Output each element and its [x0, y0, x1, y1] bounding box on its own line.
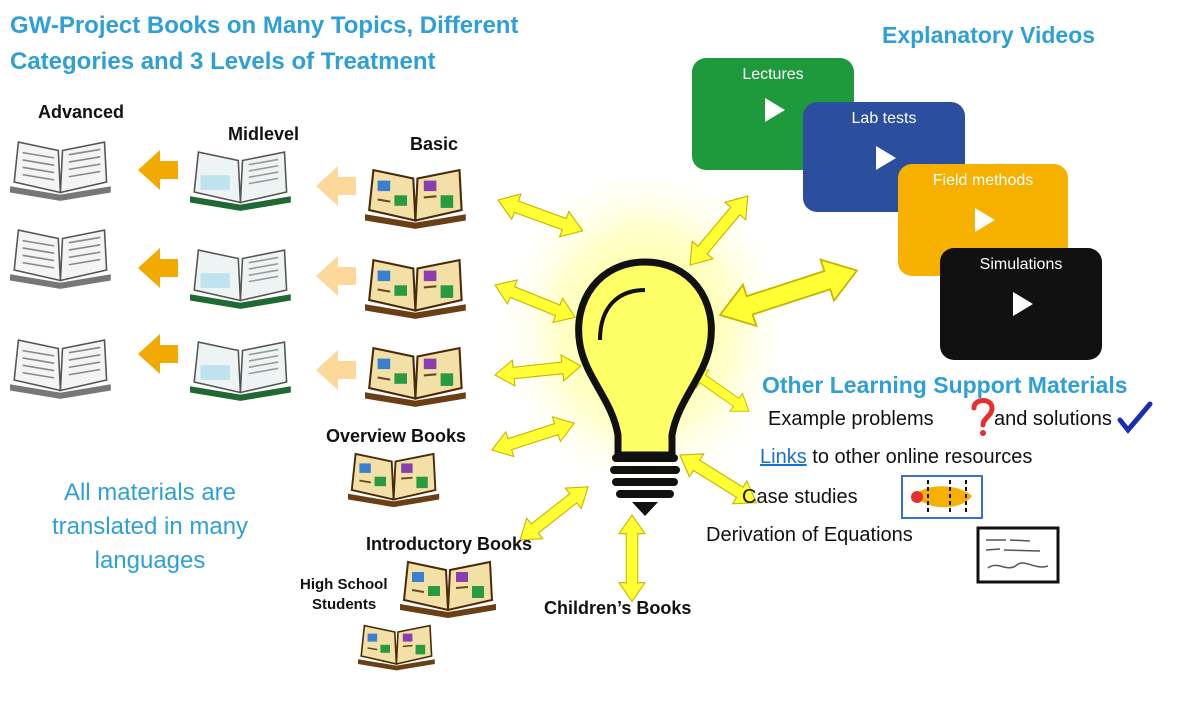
orange-arrow-icon [138, 150, 178, 190]
play-icon[interactable] [1013, 292, 1033, 316]
advanced-book-icon [9, 339, 112, 400]
videos-title: Explanatory Videos [882, 22, 1096, 48]
translation-note-line1: All materials are [63, 479, 237, 506]
main-title-line1: GW-Project Books on Many Topics, Differe… [10, 12, 519, 39]
advanced-book-icon [9, 141, 112, 202]
high-school-label-line2: Students [312, 596, 377, 613]
pale-arrow-icon [316, 166, 356, 206]
basic-book-icon [363, 169, 467, 230]
high-school-book-icon [357, 624, 436, 672]
video-card-label: Lectures [742, 66, 804, 83]
midlevel-book-icon [189, 341, 292, 402]
translation-note-line2: translated in many [51, 513, 249, 540]
case-studies-text: Case studies [742, 486, 858, 508]
orange-arrow-icon [138, 248, 178, 288]
overview-books-label: Overview Books [326, 426, 467, 446]
question-mark-icon [971, 398, 995, 436]
links-rest-text: to other online resources [806, 446, 1033, 468]
support-title: Other Learning Support Materials [762, 372, 1128, 398]
level-label-basic: Basic [410, 134, 459, 154]
midlevel-book-icon [189, 249, 292, 310]
pale-arrow-icon [316, 350, 356, 390]
high-school-label-line1: High School [300, 576, 388, 593]
video-card-label: Lab tests [851, 110, 917, 127]
advanced-book-icon [9, 229, 112, 290]
basic-book-icon [363, 347, 467, 408]
midlevel-book-icon [189, 151, 292, 212]
main-title-line2: Categories and 3 Levels of Treatment [10, 48, 436, 75]
video-card-simulations[interactable]: Simulations [940, 248, 1102, 360]
pale-arrow-icon [316, 256, 356, 296]
childrens-books-label: Children’s Books [544, 598, 692, 618]
solutions-text: and solutions [994, 408, 1112, 430]
translation-note-line3: languages [94, 547, 206, 574]
video-card-label: Simulations [979, 256, 1063, 273]
introductory-books-label: Introductory Books [366, 534, 533, 554]
derivation-text: Derivation of Equations [706, 524, 913, 546]
play-icon[interactable] [975, 208, 995, 232]
example-problems-text: Example problems [768, 408, 934, 430]
double-arrow-icon [618, 514, 646, 602]
level-label-midlevel: Midlevel [228, 124, 300, 144]
overview-book-icon [347, 452, 441, 509]
links-line: Links to other online resources [760, 446, 1032, 469]
lightbulb-icon [575, 258, 715, 516]
play-icon[interactable] [765, 98, 785, 122]
case-study-image [901, 475, 983, 519]
orange-arrow-icon [138, 334, 178, 374]
equation-sketch-image [976, 526, 1060, 584]
links-link[interactable]: Links [760, 446, 807, 468]
basic-book-icon [363, 259, 467, 320]
checkmark-icon [1117, 401, 1153, 434]
level-label-advanced: Advanced [38, 102, 125, 122]
video-card-label: Field methods [932, 172, 1034, 189]
introductory-book-icon [399, 561, 497, 619]
play-icon[interactable] [876, 146, 896, 170]
